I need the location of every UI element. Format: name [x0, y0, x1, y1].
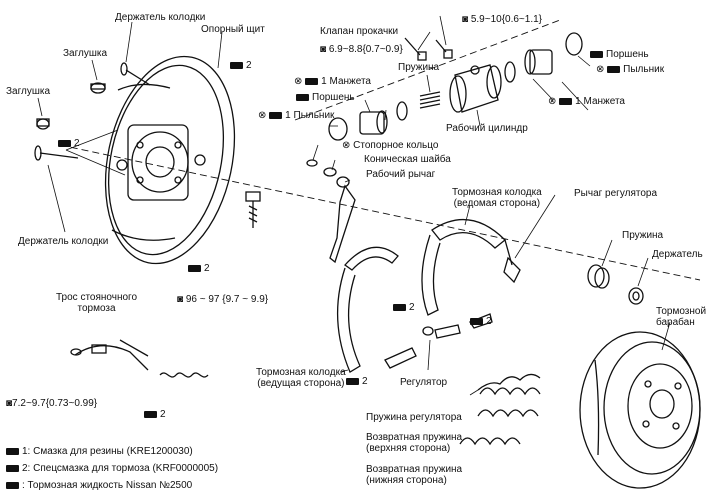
lubricant-badge-icon — [188, 264, 201, 272]
shoe-holder-pins — [34, 62, 151, 161]
parking-brake-cable — [70, 339, 209, 378]
badge-2: 2 — [470, 316, 492, 327]
brake-drum — [579, 331, 701, 489]
legend-row: 1: Смазка для резины (KRE1200030) — [6, 446, 193, 458]
backing-plate — [104, 55, 236, 265]
label-leading-shoe: Тормозная колодка (ведущая сторона) — [256, 367, 346, 389]
label-backing-plate: Опорный щит — [201, 24, 265, 35]
leader-lines — [37, 15, 671, 396]
label-wheel-cylinder: Рабочий цилиндр — [446, 123, 528, 134]
wheel-cylinder — [449, 64, 502, 113]
lubricant-badge-icon — [6, 464, 19, 472]
lubricant-badge-icon — [607, 65, 621, 73]
label-return-upper: Возвратная пружина (верхняя сторона) — [366, 432, 463, 454]
lubricant-badge-icon — [144, 410, 157, 418]
label-dust-cover-right: ⊗ Пыльник — [596, 64, 665, 75]
label-trailing-shoe: Тормозная колодка (ведомая сторона) — [452, 187, 542, 209]
lubricant-badge-icon — [305, 77, 319, 85]
replace-icon: ⊗ — [258, 110, 270, 121]
lubricant-badge-icon — [6, 447, 19, 455]
replace-icon: ⊗ — [596, 64, 608, 75]
trailing-brake-shoe — [421, 218, 513, 316]
label-torque-valve: ◙ 6.9~8.8{0.7~0.9} — [320, 44, 403, 55]
label-operating-lever: Рабочий рычаг — [366, 169, 436, 180]
label-cuff-right: ⊗ 1 Манжета — [548, 96, 625, 107]
lubricant-badge-icon — [269, 111, 283, 119]
label-spring-top: Пружина — [398, 62, 440, 73]
fluid-badge-icon — [6, 481, 19, 489]
label-bleed-valve: Клапан прокачки — [320, 26, 399, 37]
legend-row: 2: Спецсмазка для тормоза (KRF0000005) — [6, 463, 218, 475]
label-adjuster-spring: Пружина регулятора — [366, 412, 462, 423]
torque-wrench-icon: ◙ — [6, 398, 13, 409]
label-dust-cover-left: ⊗ 1 Пыльник — [258, 110, 335, 121]
replace-icon: ⊗ — [342, 140, 354, 151]
replace-icon: ⊗ — [294, 76, 306, 87]
replace-icon: ⊗ — [548, 96, 560, 107]
lubricant-badge-icon — [393, 303, 406, 311]
label-return-lower: Возвратная пружина (нижняя сторона) — [366, 464, 463, 486]
lower-return-spring — [459, 437, 521, 446]
label-parking-cable: Трос стояночного тормоза — [56, 292, 138, 314]
label-torque-cylinder: ◙ 5.9~10{0.6~1.1} — [462, 14, 543, 25]
badge-2: 2 — [346, 376, 368, 387]
adjuster-spring — [477, 373, 541, 396]
torque-wrench-icon: ◙ — [320, 44, 329, 55]
badge-2: 2 — [144, 409, 166, 420]
operating-lever — [306, 159, 356, 264]
bleed-valve — [404, 37, 453, 61]
label-holder-top: Держатель колодки — [115, 12, 206, 23]
fluid-badge-icon — [296, 93, 309, 101]
label-adjuster: Регулятор — [400, 377, 448, 388]
right-cylinder-parts — [504, 32, 583, 83]
mounting-bolt — [245, 191, 261, 228]
label-brake-drum: Тормозной барабан — [656, 306, 707, 328]
badge-2: 2 — [58, 138, 80, 149]
badge-2: 2 — [230, 60, 252, 71]
label-spring-right: Пружина — [622, 230, 664, 241]
lubricant-badge-icon — [58, 139, 71, 147]
label-piston-left: Поршень — [296, 92, 355, 103]
lubricant-badge-icon — [470, 317, 483, 325]
torque-wrench-icon: ◙ — [462, 14, 471, 25]
lubricant-badge-icon — [346, 377, 359, 385]
upper-return-spring — [477, 409, 539, 418]
label-cuff-left: ⊗ 1 Манжета — [294, 76, 371, 87]
label-piston-right: Поршень — [590, 49, 649, 60]
label-adjuster-lever: Рычаг регулятора — [574, 188, 658, 199]
label-holder-bottom: Держатель колодки — [18, 236, 109, 247]
left-cylinder-parts — [328, 91, 441, 141]
fluid-badge-icon — [590, 50, 603, 58]
plugs — [36, 82, 106, 130]
adjuster-assembly — [384, 313, 493, 369]
lubricant-badge-icon — [230, 61, 243, 69]
adjuster-lever — [503, 256, 521, 284]
hold-down-spring — [587, 264, 644, 305]
label-retaining-ring: ⊗ Стопорное кольцо — [342, 140, 439, 151]
label-torque-cable: ◙7.2~9.7{0.73~0.99} — [6, 398, 98, 409]
label-plug-left: Заглушка — [6, 86, 51, 97]
badge-2: 2 — [393, 302, 415, 313]
legend-row: : Тормозная жидкость Nissan №2500 — [6, 480, 192, 492]
label-plug-upper: Заглушка — [63, 48, 108, 59]
label-holder-right: Держатель — [652, 249, 703, 260]
lubricant-badge-icon — [559, 97, 573, 105]
label-conical-washer: Коническая шайба — [364, 154, 451, 165]
leading-brake-shoe — [336, 246, 399, 373]
badge-2: 2 — [188, 263, 210, 274]
torque-wrench-icon: ◙ — [177, 294, 186, 305]
label-torque-plate: ◙ 96 ~ 97 {9.7 ~ 9.9} — [177, 294, 269, 305]
